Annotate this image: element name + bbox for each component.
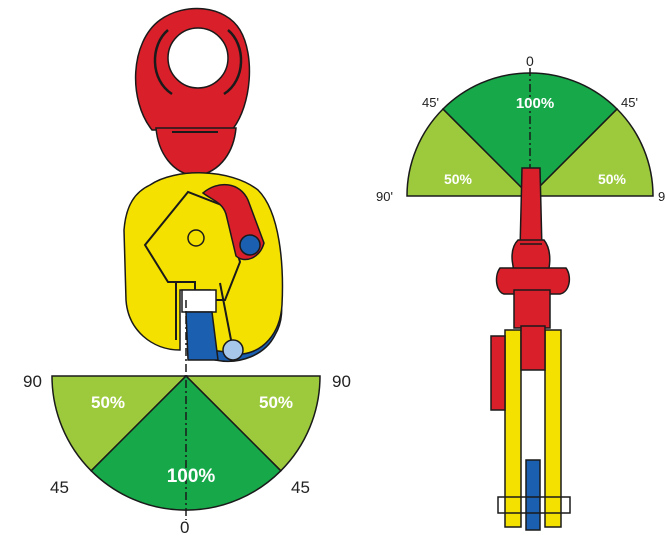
- right-angle-90-right: 9: [658, 189, 665, 204]
- left-angle-45-left: 45: [50, 478, 69, 497]
- left-label-100: 100%: [167, 466, 216, 487]
- right-label-50-left: 50%: [444, 171, 473, 187]
- yellow-side-plate-left: [504, 329, 522, 528]
- left-clamp-figure: 50% 50% 100% 90 90 45 45 0: [23, 7, 351, 537]
- blue-plate: [185, 311, 219, 361]
- lower-pivot: [222, 339, 244, 361]
- lever-pivot: [239, 234, 261, 256]
- right-sector-50-right: [528, 107, 654, 197]
- right-clamp-figure: 100% 50% 50% 0 45' 45' 90' 9: [376, 53, 665, 531]
- left-angle-90-left: 90: [23, 372, 42, 391]
- blue-plate-side: [525, 459, 541, 531]
- left-sector-50-right: [184, 375, 321, 472]
- left-capacity-protractor: 50% 50% 100% 90 90 45 45 0: [23, 300, 351, 537]
- left-sector-50-left: [51, 375, 188, 472]
- jaw-opening: [181, 289, 217, 313]
- red-inner-block: [520, 325, 546, 371]
- red-lever-side: [490, 335, 506, 411]
- right-angle-45-left: 45': [422, 95, 439, 110]
- left-label-50-right: 50%: [259, 393, 293, 412]
- right-angle-90-left: 90': [376, 189, 393, 204]
- left-angle-90-right: 90: [332, 372, 351, 391]
- workpiece-outline: [497, 496, 571, 514]
- right-angle-0: 0: [526, 53, 534, 69]
- red-shackle-side: [495, 167, 571, 329]
- red-shackle: [134, 7, 251, 177]
- right-label-100: 100%: [516, 95, 554, 112]
- left-angle-45-right: 45: [291, 478, 310, 497]
- body-pin: [187, 229, 205, 247]
- right-label-50-right: 50%: [598, 171, 627, 187]
- right-angle-45-right: 45': [621, 95, 638, 110]
- right-capacity-protractor: 100% 50% 50% 0 45' 45' 90' 9: [376, 53, 665, 204]
- right-sector-50-left: [406, 107, 532, 197]
- left-label-50-left: 50%: [91, 393, 125, 412]
- yellow-side-plate-right: [544, 329, 562, 528]
- left-angle-0: 0: [180, 518, 189, 537]
